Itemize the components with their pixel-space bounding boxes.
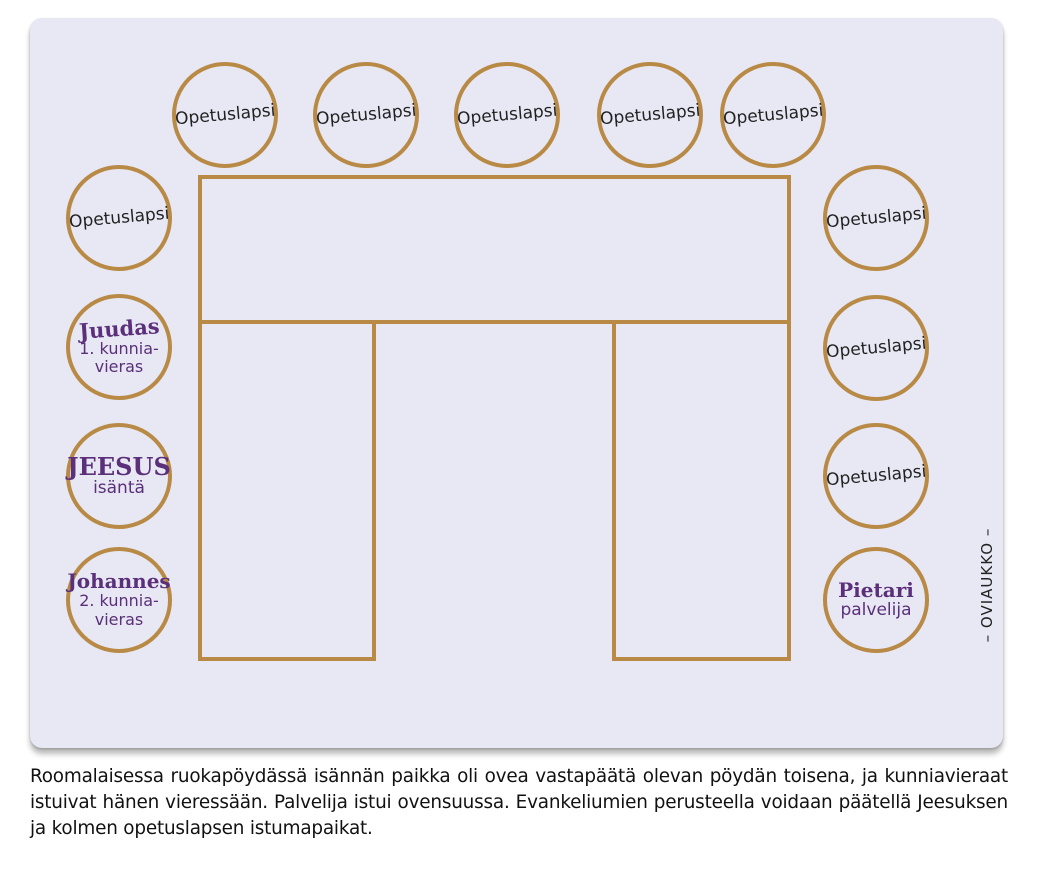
seat-label: Opetuslapsi — [825, 461, 927, 491]
table-top — [198, 175, 791, 324]
seat-top-5: Opetuslapsi — [720, 62, 826, 168]
seat-name: Johannes — [67, 569, 171, 594]
seat-name: Juudas — [77, 312, 161, 344]
seat-label: Opetuslapsi — [456, 100, 558, 130]
seat-top-2: Opetuslapsi — [313, 62, 419, 168]
door-label-text: – OVIAUKKO – — [978, 527, 996, 643]
caption: Roomalaisessa ruokapöydässä isännän paik… — [30, 766, 1008, 839]
seat-left-1: Opetuslapsi — [66, 165, 172, 271]
seat-johannes: Johannes 2. kunnia- vieras — [66, 547, 172, 653]
seat-top-3: Opetuslapsi — [454, 62, 560, 168]
seat-label: Opetuslapsi — [825, 203, 927, 233]
seat-right-3: Opetuslapsi — [823, 423, 929, 529]
seat-label: Opetuslapsi — [599, 100, 701, 130]
seat-role: palvelija — [840, 599, 912, 620]
seat-label: Opetuslapsi — [68, 203, 170, 233]
seat-role: 1. kunnia- — [79, 338, 159, 358]
seat-label: Opetuslapsi — [722, 100, 824, 130]
seat-right-1: Opetuslapsi — [823, 165, 929, 271]
seat-role: vieras — [94, 357, 144, 377]
seat-label: Opetuslapsi — [825, 333, 927, 363]
seat-right-2: Opetuslapsi — [823, 295, 929, 401]
seat-name: Pietari — [838, 577, 914, 602]
seat-pietari: Pietari palvelija — [823, 547, 929, 653]
seat-top-4: Opetuslapsi — [597, 62, 703, 168]
seat-role: isäntä — [93, 477, 145, 498]
seat-role: 2. kunnia- — [79, 591, 159, 611]
seat-name: JEESUS — [67, 451, 171, 481]
seat-label: Opetuslapsi — [315, 100, 417, 130]
table-left-leg — [198, 320, 376, 661]
seat-top-1: Opetuslapsi — [172, 62, 278, 168]
table-right-leg — [612, 320, 791, 661]
seat-label: Opetuslapsi — [174, 100, 276, 130]
seat-jeesus: JEESUS isäntä — [66, 423, 172, 529]
seat-role: vieras — [94, 609, 144, 629]
seat-juudas: Juudas 1. kunnia- vieras — [66, 294, 172, 400]
